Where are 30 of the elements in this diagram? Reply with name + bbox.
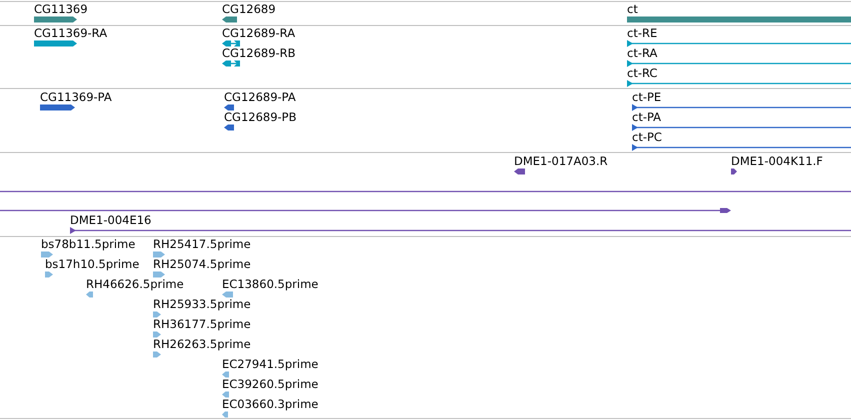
feature-label: EC39260.5prime xyxy=(222,378,318,391)
feature-label: DME1-004E16 xyxy=(70,214,152,227)
feature-label: ct-RA xyxy=(627,47,658,60)
feature-label: bs78b11.5prime xyxy=(41,238,136,251)
feature-label: CG12689 xyxy=(222,3,276,16)
feature-label: EC03660.3prime xyxy=(222,398,318,411)
feature-label: ct-PA xyxy=(632,111,662,124)
feature-label: CG12689-PB xyxy=(224,111,296,124)
feature-label: CG12689-RB xyxy=(222,47,296,60)
feature-label: CG11369-PA xyxy=(40,91,112,104)
feature-label: DME1-004K11.F xyxy=(731,155,823,168)
feature-label: RH25417.5prime xyxy=(153,238,251,251)
feature-label: RH46626.5prime xyxy=(86,278,184,291)
feature-label: RH36177.5prime xyxy=(153,318,251,331)
feature-label: ct xyxy=(627,3,638,16)
feature-label: RH25074.5prime xyxy=(153,258,251,271)
feature-label: ct-PE xyxy=(632,91,662,104)
feature-label: CG11369-RA xyxy=(34,27,108,40)
feature-label: bs17h10.5prime xyxy=(45,258,140,271)
feature-label: EC27941.5prime xyxy=(222,358,318,371)
feature-label: RH26263.5prime xyxy=(153,338,251,351)
feature-label: CG12689-RA xyxy=(222,27,296,40)
feature-label: RH25933.5prime xyxy=(153,298,251,311)
feature-label: EC13860.5prime xyxy=(222,278,318,291)
feature-label: CG12689-PA xyxy=(224,91,296,104)
feature-label: ct-PC xyxy=(632,131,662,144)
feature-label: CG11369 xyxy=(34,3,88,16)
feature-label: DME1-017A03.R xyxy=(514,155,608,168)
feature-label: ct-RE xyxy=(627,27,658,40)
feature-label: ct-RC xyxy=(627,67,658,80)
